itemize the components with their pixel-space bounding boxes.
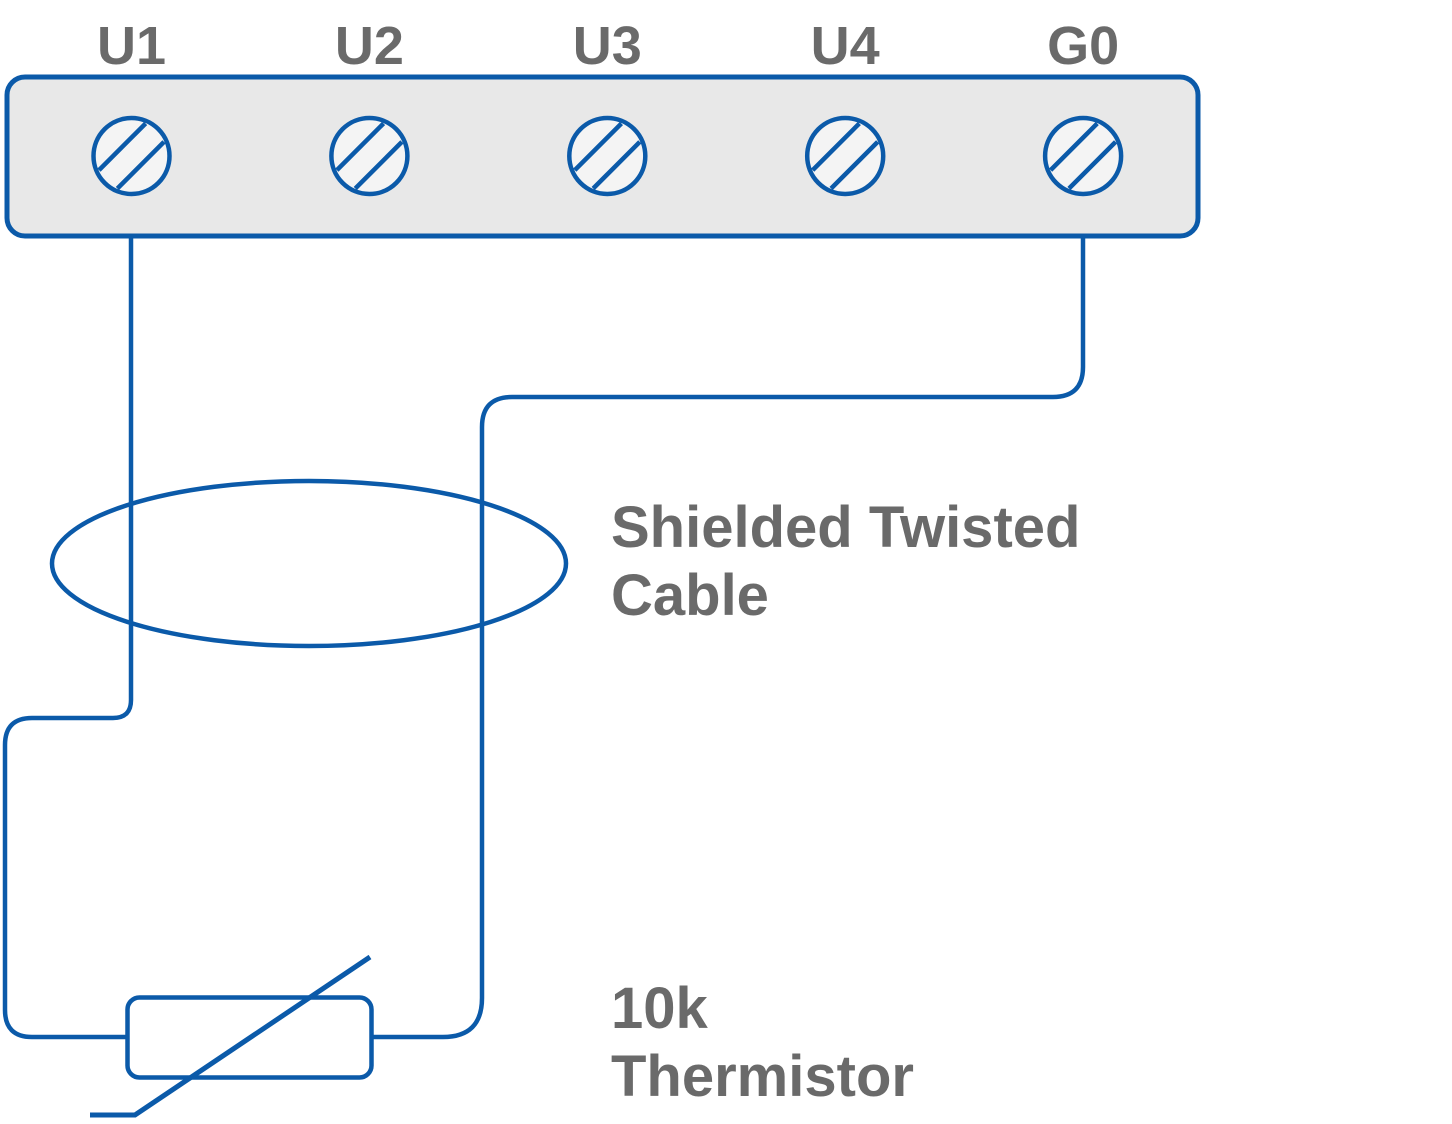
terminal-u3: U3: [567, 16, 648, 197]
screw-terminal-icon: [804, 115, 886, 197]
terminal-u1: U1: [91, 16, 172, 197]
screw-slot-line: [353, 140, 404, 191]
terminal-label: U2: [335, 16, 404, 76]
screw-slot-line: [829, 140, 880, 191]
cable-annotation: Shielded Twisted Cable: [611, 495, 1081, 628]
screw-slot-line: [1067, 140, 1118, 191]
wire-u1-to-thermistor: [2, 236, 134, 1040]
screw-slot-line: [811, 121, 861, 172]
terminal-g0: G0: [1042, 16, 1124, 197]
terminal-label: G0: [1047, 16, 1119, 76]
screw-slot-line: [1049, 121, 1099, 172]
thermistor-annotation: 10k Thermistor: [611, 976, 914, 1109]
screw-slot-line: [335, 121, 386, 172]
wire-g0-to-thermistor: [372, 236, 1086, 1040]
screw-terminal-icon: [329, 115, 410, 197]
screw-terminal-icon: [1042, 115, 1124, 197]
terminal-label: U1: [97, 16, 166, 76]
cable-shield-loop-icon: [49, 478, 569, 649]
thermistor-diagonal: [90, 954, 372, 1118]
screw-slot-line: [115, 140, 166, 191]
terminal-label: U3: [573, 16, 642, 76]
terminal-u2: U2: [329, 16, 410, 197]
screw-slot-line: [97, 121, 148, 172]
thermistor-symbol: [90, 954, 374, 1118]
screw-terminal-icon: [567, 115, 648, 197]
terminal-u4: U4: [804, 16, 886, 197]
screw-terminal-icon: [91, 115, 172, 197]
thermistor-body: [125, 995, 374, 1080]
screw-slot-line: [573, 121, 623, 172]
screw-slot-line: [591, 140, 642, 191]
terminal-label: U4: [811, 16, 880, 76]
terminals-layer: U1 U2 U3 U4 G0: [91, 16, 1124, 197]
